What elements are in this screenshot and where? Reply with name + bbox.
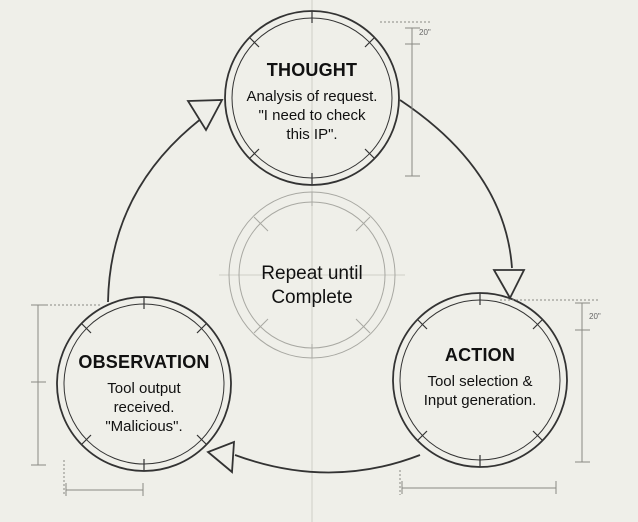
observation-line-3: "Malicious". [105,418,183,435]
observation-title: OBSERVATION [78,352,210,372]
arrowhead-observation [206,440,235,474]
action-node: ACTION Tool selection & Input generation… [390,345,570,410]
center-line-2: Complete [271,287,353,308]
cycle-arrows [107,99,526,474]
thought-line-2: "I need to check [258,107,366,124]
center-target [228,191,396,359]
observation-node: OBSERVATION Tool output received. "Malic… [54,352,234,436]
action-node-ring [392,292,568,468]
action-dimension-label: 20" [589,312,601,321]
action-line-2: Input generation. [423,392,537,409]
action-title: ACTION [444,345,516,365]
arrowhead-thought [186,99,224,132]
arrow-action-to-observation [234,454,421,474]
thought-line-1: Analysis of request. [246,88,378,105]
thought-description: Analysis of request. "I need to check th… [222,87,402,144]
thought-node-ring [224,10,400,186]
observation-node-ring [56,296,232,472]
action-line-1: Tool selection & [427,373,533,390]
arrow-thought-to-action [399,99,513,269]
arrow-observation-to-thought [107,111,211,303]
observation-line-2: received. [113,399,175,416]
observation-description: Tool output received. "Malicious". [54,379,234,436]
center-line-1: Repeat until [261,263,363,284]
observation-line-1: Tool output [107,380,181,397]
action-description: Tool selection & Input generation. [390,372,570,410]
dimension-marks [31,21,600,496]
guide-lines [219,0,405,522]
thought-line-3: this IP". [286,126,338,143]
thought-node: THOUGHT Analysis of request. "I need to … [222,60,402,144]
thought-dimension-label: 20" [419,28,431,37]
thought-title: THOUGHT [266,60,358,80]
center-label: Repeat until Complete [232,262,392,310]
arrowhead-action [492,269,526,300]
